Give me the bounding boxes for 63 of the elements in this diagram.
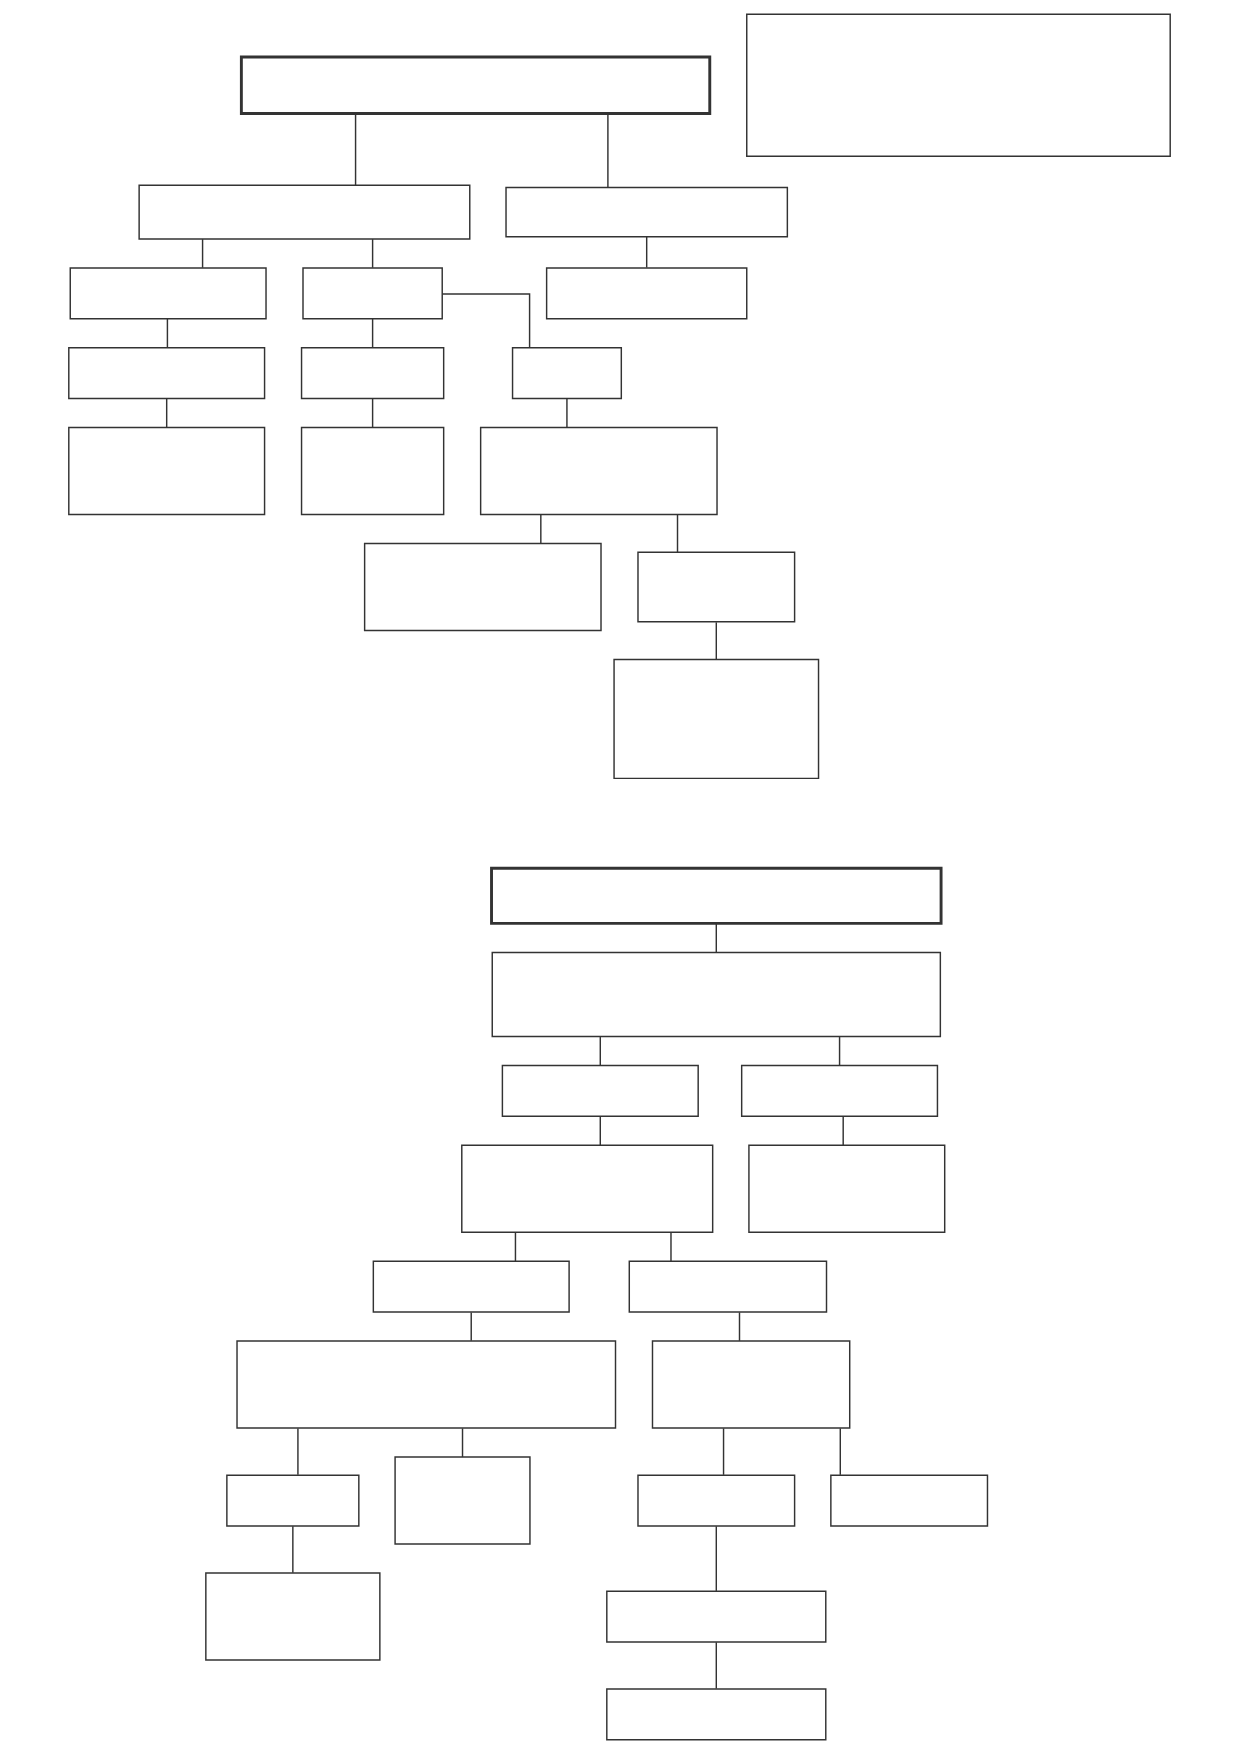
connector	[722, 1427, 725, 1476]
connector	[470, 1311, 472, 1342]
connector	[371, 398, 374, 428]
connector	[441, 293, 531, 349]
connector	[461, 1427, 464, 1458]
node-box	[637, 551, 796, 623]
node-box	[491, 951, 942, 1038]
node-box	[606, 1688, 827, 1741]
node-box	[479, 426, 718, 516]
node-box	[613, 658, 820, 780]
node-box	[239, 55, 712, 115]
node-box	[740, 1064, 939, 1117]
node-box	[372, 1260, 570, 1313]
node-box	[746, 13, 1171, 157]
connector	[292, 1525, 294, 1574]
connector	[839, 1427, 841, 1476]
connector	[715, 1641, 718, 1690]
node-box	[300, 346, 445, 400]
node-box	[830, 1474, 989, 1527]
node-box	[628, 1260, 828, 1313]
node-box	[637, 1474, 796, 1527]
node-box	[300, 426, 445, 516]
node-box	[226, 1474, 360, 1527]
node-box	[68, 346, 266, 400]
connector	[165, 398, 168, 428]
connector	[738, 1311, 741, 1342]
node-box	[236, 1340, 617, 1429]
node-box	[205, 1572, 381, 1661]
node-box	[302, 267, 443, 320]
connector	[842, 1115, 844, 1146]
connector	[715, 923, 718, 954]
connector	[354, 113, 357, 186]
connector	[371, 318, 374, 349]
node-box	[606, 1590, 827, 1643]
connector	[645, 236, 648, 269]
node-box	[545, 267, 748, 320]
connector	[514, 1231, 517, 1262]
node-box	[490, 866, 943, 925]
connector	[715, 621, 718, 660]
node-box	[461, 1144, 714, 1233]
node-box	[501, 1064, 699, 1117]
connector	[599, 1115, 601, 1146]
node-box	[363, 542, 602, 632]
node-box	[138, 184, 471, 240]
connector	[166, 318, 169, 349]
connector	[371, 238, 374, 269]
node-box	[651, 1340, 851, 1429]
connector	[201, 238, 204, 269]
connector	[715, 1525, 718, 1592]
connector	[297, 1427, 299, 1476]
connector	[607, 113, 609, 188]
node-box	[511, 346, 623, 400]
node-box	[68, 426, 266, 516]
node-box	[505, 186, 789, 238]
connector	[676, 514, 679, 553]
node-box	[394, 1456, 531, 1545]
node-box	[69, 267, 267, 320]
connector	[540, 514, 542, 545]
connector	[566, 398, 568, 428]
connector	[599, 1036, 601, 1067]
node-box	[748, 1144, 946, 1233]
connector	[670, 1231, 672, 1262]
connector	[838, 1036, 841, 1067]
